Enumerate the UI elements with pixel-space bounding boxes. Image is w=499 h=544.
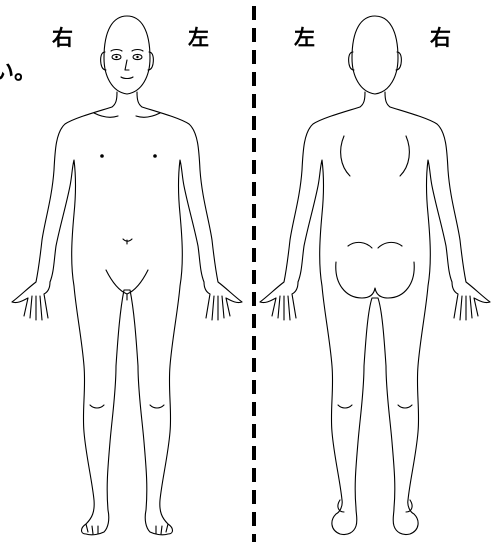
back-body-outline <box>260 92 490 535</box>
front-head-outline <box>104 16 150 94</box>
back-buttocks <box>336 262 414 298</box>
back-scapula-left <box>341 136 350 176</box>
front-navel <box>123 239 132 244</box>
back-scapula-right <box>400 136 409 176</box>
front-body-outline <box>12 92 242 535</box>
back-body-figure <box>260 16 490 535</box>
front-nipple-right <box>100 154 104 158</box>
front-body-figure <box>12 16 242 535</box>
front-nipple-left <box>153 154 157 158</box>
back-head-outline <box>352 16 398 94</box>
